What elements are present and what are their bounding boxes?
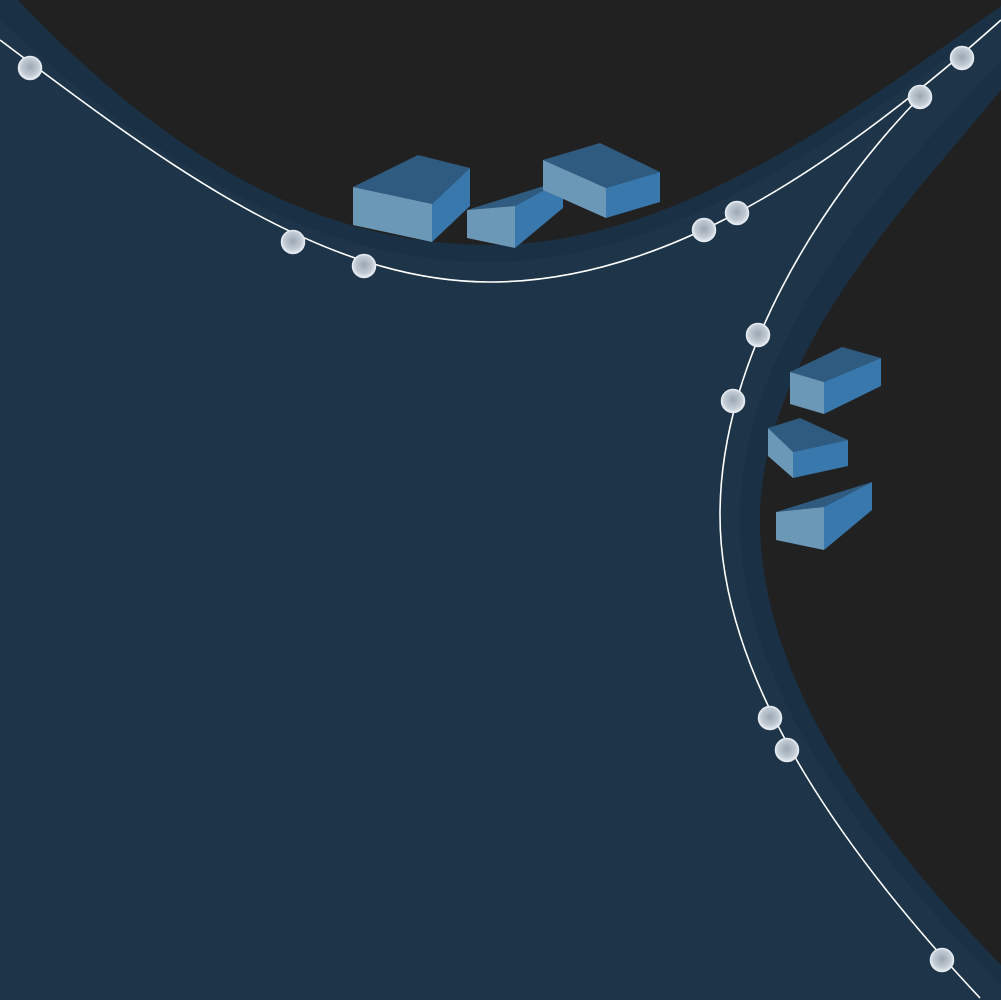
track-nodes	[17, 45, 975, 973]
block-4[interactable]	[790, 347, 881, 414]
node-3[interactable]	[351, 253, 377, 279]
block-6[interactable]	[776, 482, 872, 550]
node-12[interactable]	[929, 947, 955, 973]
right-void	[760, 90, 1001, 965]
node-4[interactable]	[691, 217, 717, 243]
node-6[interactable]	[907, 84, 933, 110]
node-8[interactable]	[745, 322, 771, 348]
node-5[interactable]	[724, 200, 750, 226]
node-10[interactable]	[757, 705, 783, 731]
node-1[interactable]	[17, 55, 43, 81]
node-11[interactable]	[774, 737, 800, 763]
node-7[interactable]	[949, 45, 975, 71]
block-2[interactable]	[467, 180, 563, 248]
node-2[interactable]	[280, 229, 306, 255]
node-9[interactable]	[720, 388, 746, 414]
block-1[interactable]	[353, 155, 470, 242]
block-3[interactable]	[543, 143, 660, 218]
track-top	[0, 19, 1001, 283]
track-right	[719, 96, 981, 999]
block-5[interactable]	[768, 418, 848, 478]
top-void	[18, 0, 1001, 245]
